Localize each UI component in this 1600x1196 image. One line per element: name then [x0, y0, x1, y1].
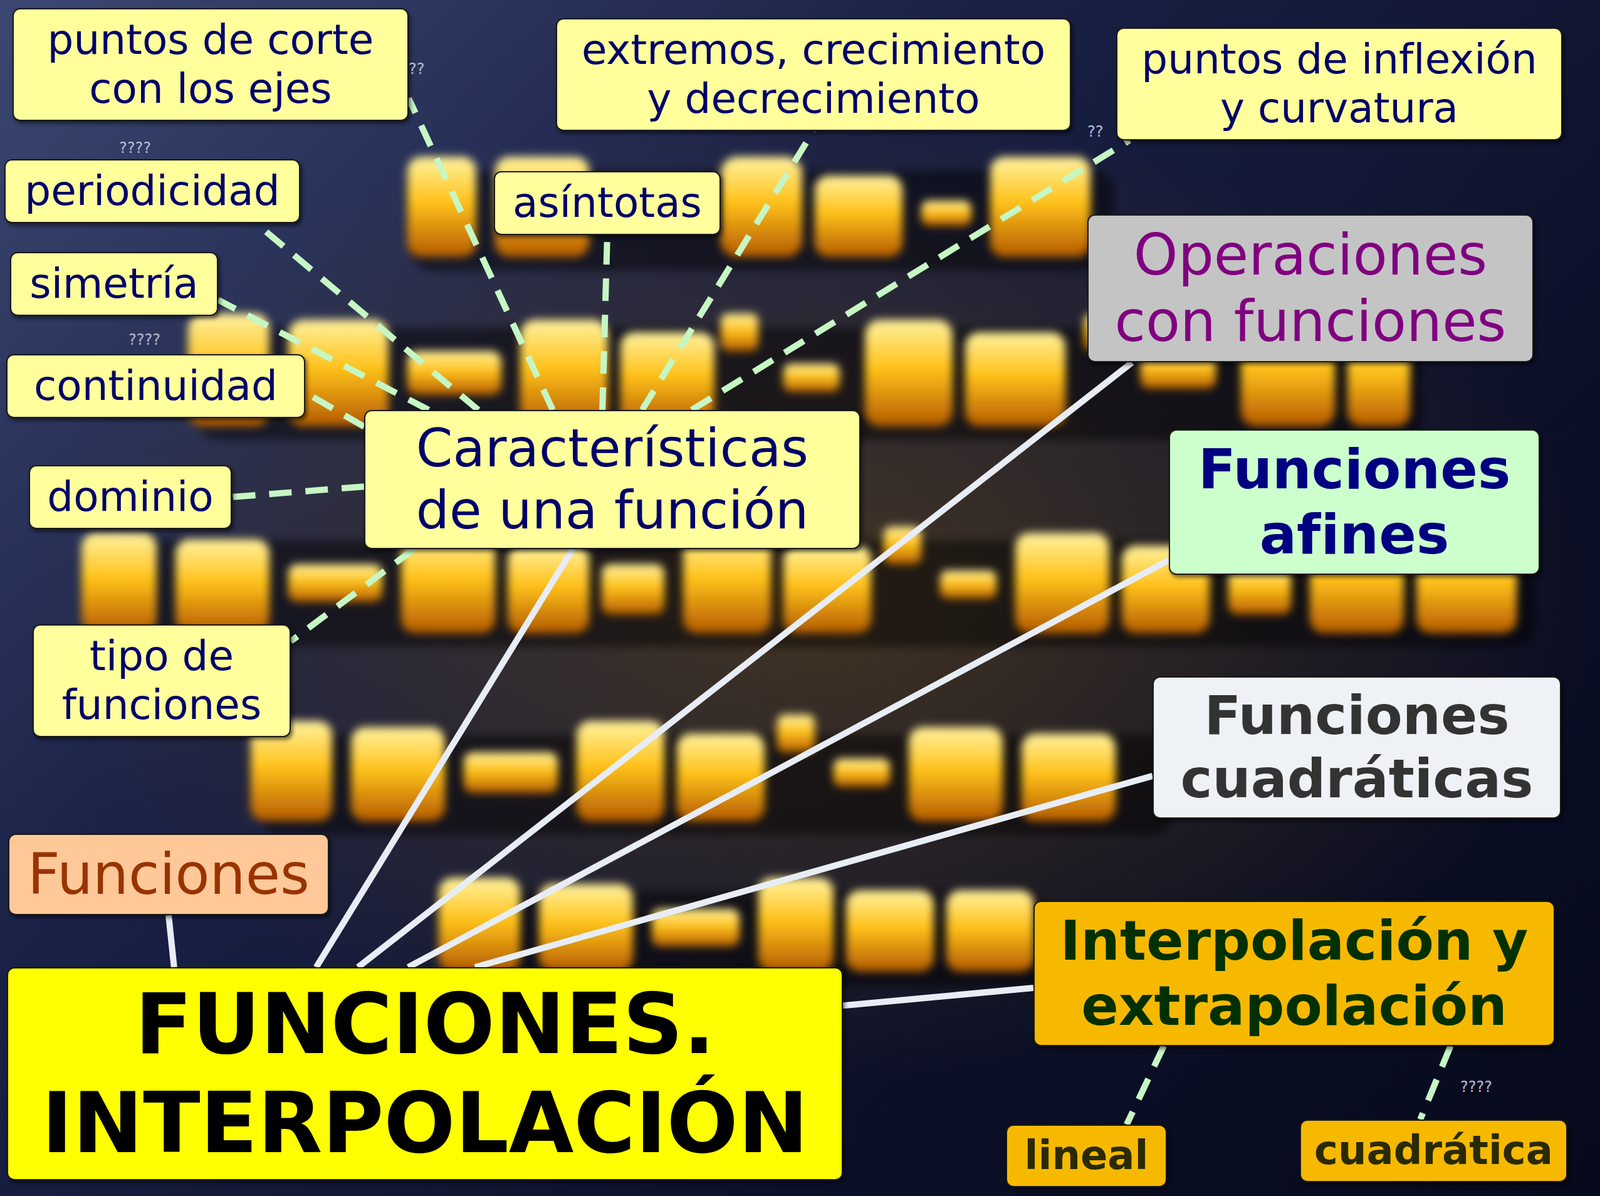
note-mark: ?? — [1087, 122, 1104, 141]
solid-connector — [316, 549, 573, 968]
topic-box: Funciones — [8, 833, 330, 916]
feature-box: extremos, crecimiento y decrecimiento — [555, 18, 1072, 131]
node-text: extremos, crecimiento y decrecimiento — [572, 25, 1055, 124]
dashed-connector — [305, 392, 365, 427]
node-text: Interpolación y extrapolación — [1049, 908, 1539, 1039]
solid-connector — [842, 987, 1034, 1006]
node-text: lineal — [1024, 1131, 1149, 1180]
dashed-connector — [691, 140, 1130, 410]
dashed-connector — [408, 98, 553, 410]
node-text: periodicidad — [24, 166, 280, 216]
topic-box: Interpolación y extrapolación — [1033, 900, 1555, 1046]
node-text: Características de una función — [380, 417, 845, 542]
node-text: Operaciones con funciones — [1103, 221, 1518, 355]
topic-box: Funciones afines — [1168, 429, 1540, 575]
method-box: lineal — [1005, 1124, 1167, 1187]
feature-box: puntos de inflexión y curvatura — [1116, 27, 1563, 141]
note-mark: ?? — [408, 60, 425, 78]
method-box: cuadrática — [1299, 1119, 1568, 1182]
dashed-connector — [1420, 1045, 1451, 1120]
node-text: tipo de funciones — [48, 631, 275, 730]
node-text: Funciones — [27, 841, 310, 908]
feature-box: puntos de corte con los ejes — [12, 8, 409, 121]
node-text: Funciones afines — [1185, 436, 1524, 568]
node-text: simetría — [29, 259, 199, 309]
dashed-connector — [290, 549, 414, 642]
solid-connector — [168, 915, 175, 968]
solid-connector — [357, 362, 1132, 968]
node-text: FUNCIONES. INTERPOLACIÓN — [26, 974, 823, 1173]
node-text: puntos de inflexión y curvatura — [1132, 35, 1547, 133]
note-mark: ???? — [119, 139, 152, 157]
dashed-connector — [231, 486, 365, 497]
node-text: Funciones cuadráticas — [1168, 683, 1545, 811]
node-text: cuadrática — [1314, 1126, 1553, 1175]
node-text: continuidad — [33, 361, 278, 411]
node-text: asíntotas — [512, 178, 702, 228]
feature-box: periodicidad — [4, 159, 301, 224]
hub-box: Características de una función — [364, 409, 861, 550]
feature-box: tipo de funciones — [32, 624, 291, 738]
dashed-connector — [602, 235, 608, 410]
note-mark: ???? — [1460, 1077, 1493, 1096]
feature-box: asíntotas — [493, 171, 721, 236]
node-text: puntos de corte con los ejes — [28, 15, 393, 114]
node-text: dominio — [47, 472, 214, 522]
feature-box: simetría — [10, 251, 219, 316]
feature-box: dominio — [28, 465, 232, 529]
note-mark: ???? — [128, 330, 161, 349]
feature-box: continuidad — [6, 354, 306, 419]
topic-box: Operaciones con funciones — [1087, 214, 1534, 363]
dashed-connector — [1126, 1045, 1164, 1125]
topic-box: Funciones cuadráticas — [1152, 676, 1562, 819]
root-box: FUNCIONES. INTERPOLACIÓN — [6, 967, 843, 1181]
